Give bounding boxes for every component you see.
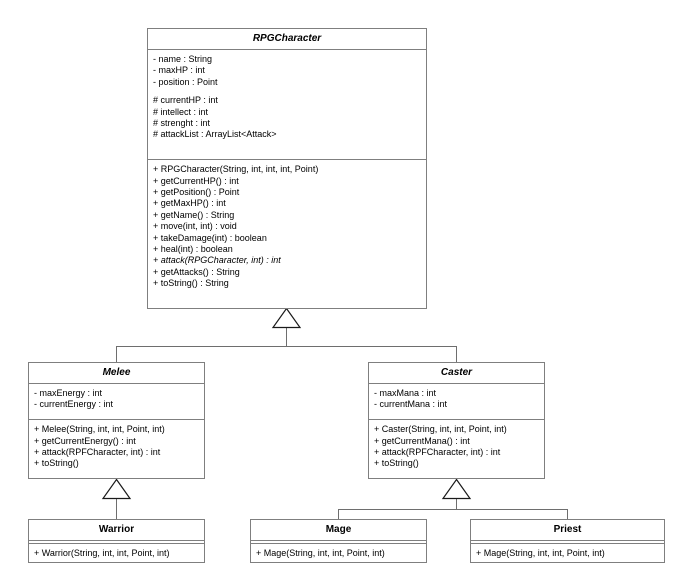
class-title-caster: Caster — [440, 367, 473, 378]
uml-member-row: - name : String — [153, 54, 213, 64]
class-attributes-mage — [251, 540, 426, 543]
uml-member-row: - maxMana : int — [374, 388, 437, 398]
class-attributes-priest — [471, 540, 664, 543]
generalization-bus-rpgcharacter — [116, 346, 457, 347]
uml-member-row: + takeDamage(int) : boolean — [153, 232, 267, 243]
class-attributes-melee: - maxEnergy : int- currentEnergy : int — [29, 383, 204, 419]
class-box-melee[interactable]: Melee - maxEnergy : int- currentEnergy :… — [28, 362, 205, 479]
class-title-melee: Melee — [102, 367, 131, 378]
uml-member-row: + getName() : String — [153, 209, 235, 220]
uml-member-row: + Melee(String, int, int, Point, int) — [34, 424, 165, 435]
generalization-drop-mage — [338, 509, 339, 519]
uml-member-row: + Mage(String, int, int, Point, int) — [256, 548, 385, 558]
uml-member-row: + getPosition() : Point — [153, 187, 240, 197]
class-methods-mage: + Mage(String, int, int, Point, int) — [251, 543, 426, 563]
uml-member-row: + attack(RPGCharacter, int) : int — [153, 255, 281, 266]
uml-member-row: + getCurrentEnergy() : int — [34, 435, 136, 446]
uml-member-row: # intellect : int — [153, 106, 209, 117]
class-box-warrior[interactable]: Warrior + Warrior(String, int, int, Poin… — [28, 519, 205, 563]
uml-member-row: + move(int, int) : void — [153, 221, 237, 232]
generalization-arrow-melee — [101, 478, 132, 500]
class-title-priest: Priest — [553, 524, 582, 535]
generalization-drop-melee — [116, 346, 117, 362]
uml-member-row: # currentHP : int — [153, 95, 218, 106]
class-methods-warrior: + Warrior(String, int, int, Point, int) — [29, 543, 204, 563]
generalization-drop-caster — [456, 346, 457, 362]
uml-member-row: + attack(RPFCharacter, int) : int — [34, 446, 161, 457]
generalization-drop-priest — [567, 509, 568, 519]
class-box-mage[interactable]: Mage + Mage(String, int, int, Point, int… — [250, 519, 427, 563]
uml-member-row: - maxHP : int — [153, 65, 205, 76]
generalization-stem-rpgcharacter — [286, 327, 287, 346]
class-attributes-caster: - maxMana : int- currentMana : int — [369, 383, 544, 419]
uml-member-row: + getMaxHP() : int — [153, 198, 226, 209]
uml-member-row: + Mage(String, int, int, Point, int) — [476, 548, 605, 558]
generalization-stem-melee — [116, 498, 117, 519]
uml-member-row: + toString() — [374, 458, 419, 469]
generalization-arrow-caster — [441, 478, 472, 500]
uml-member-row: + toString() : String — [153, 278, 229, 289]
uml-member-row: # attackList : ArrayList<Attack> — [153, 129, 277, 140]
uml-member-row: - position : Point — [153, 76, 218, 87]
class-methods-rpgcharacter: + RPGCharacter(String, int, int, int, Po… — [148, 159, 426, 308]
uml-member-row: + getCurrentHP() : int — [153, 175, 239, 186]
uml-member-row: + RPGCharacter(String, int, int, int, Po… — [153, 164, 319, 175]
uml-member-row: + attack(RPFCharacter, int) : int — [374, 446, 501, 457]
uml-member-row: - currentMana : int — [374, 399, 448, 410]
uml-member-row: + getCurrentMana() : int — [374, 435, 470, 446]
uml-member-row: # strenght : int — [153, 118, 211, 129]
generalization-arrow-rpgcharacter — [271, 307, 302, 329]
uml-member-row: + toString() — [34, 458, 79, 469]
class-attributes-rpgcharacter: - name : String- maxHP : int- position :… — [148, 49, 426, 159]
uml-member-row: + heal(int) : boolean — [153, 244, 233, 255]
class-box-rpgcharacter[interactable]: RPGCharacter - name : String- maxHP : in… — [147, 28, 427, 309]
class-title-mage: Mage — [325, 524, 352, 535]
class-methods-caster: + Caster(String, int, int, Point, int)+ … — [369, 419, 544, 478]
uml-member-row: - currentEnergy : int — [34, 399, 114, 410]
class-methods-melee: + Melee(String, int, int, Point, int)+ g… — [29, 419, 204, 478]
class-methods-priest: + Mage(String, int, int, Point, int) — [471, 543, 664, 563]
class-title-warrior: Warrior — [98, 524, 135, 535]
class-box-caster[interactable]: Caster - maxMana : int- currentMana : in… — [368, 362, 545, 479]
class-box-priest[interactable]: Priest + Mage(String, int, int, Point, i… — [470, 519, 665, 563]
uml-member-row: + getAttacks() : String — [153, 266, 240, 277]
generalization-stem-caster — [456, 498, 457, 509]
uml-member-row: + Caster(String, int, int, Point, int) — [374, 424, 507, 435]
class-attributes-warrior — [29, 540, 204, 543]
class-title-rpgcharacter: RPGCharacter — [252, 33, 322, 44]
compartment-spacer — [153, 88, 422, 95]
uml-member-row: - maxEnergy : int — [34, 388, 103, 398]
generalization-bus-caster — [338, 509, 567, 510]
uml-member-row: + Warrior(String, int, int, Point, int) — [34, 548, 170, 558]
